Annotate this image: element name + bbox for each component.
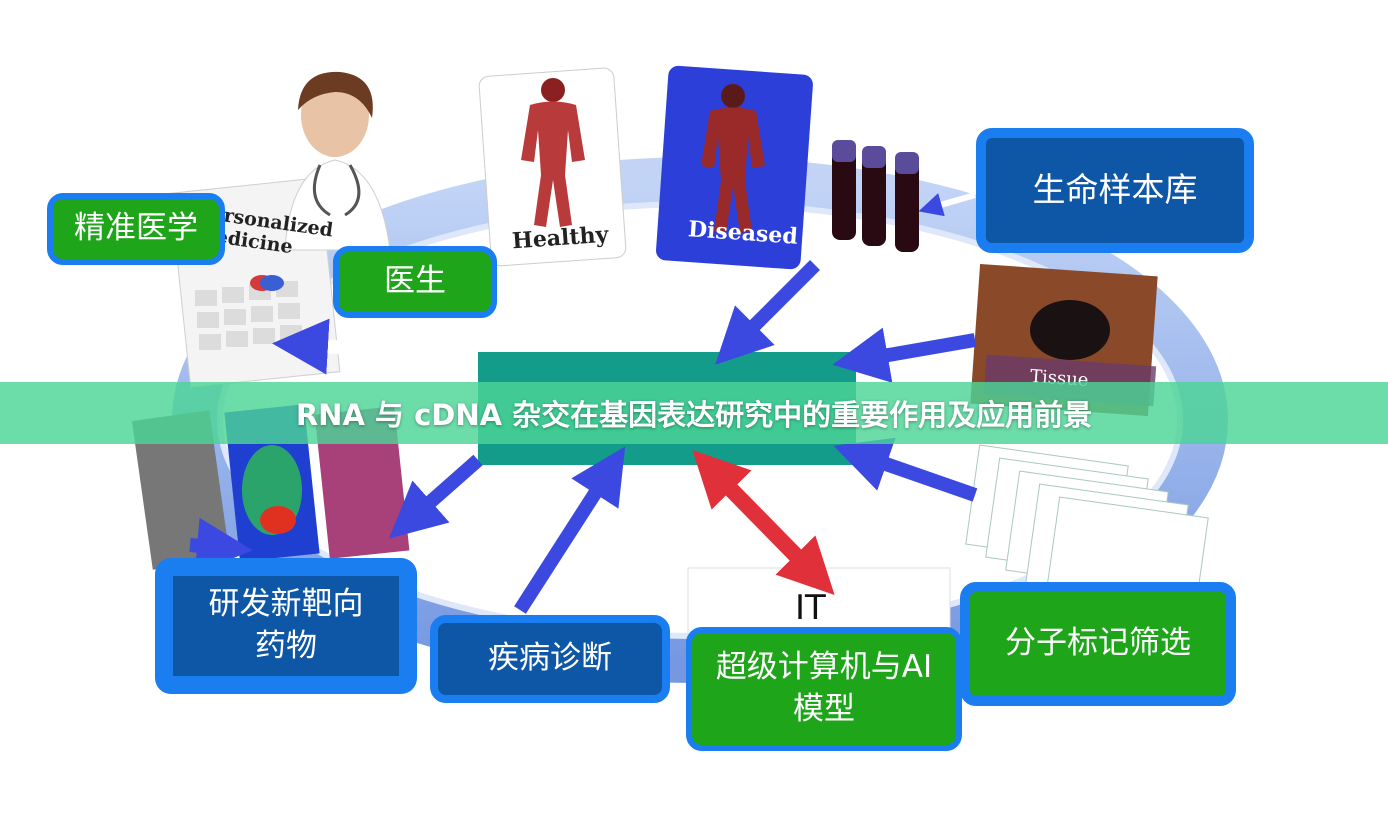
return-arrow xyxy=(272,318,476,375)
tube-arrow xyxy=(918,192,976,217)
label-biomarker-screening: 分子标记筛选 xyxy=(960,582,1236,706)
label-new-target-drugs: 研发新靶向药物 xyxy=(155,558,417,694)
flow-arrows xyxy=(189,260,978,614)
healthy-card xyxy=(478,67,627,267)
it-label: IT xyxy=(795,588,826,628)
label-precision-medicine: 精准医学 xyxy=(47,193,225,265)
diseased-card xyxy=(656,65,813,270)
banner-title: RNA 与 cDNA 杂交在基因表达研究中的重要作用及应用前景 xyxy=(295,398,1093,432)
microscopy-images xyxy=(131,404,410,570)
label-disease-diagnosis: 疾病诊断 xyxy=(430,615,670,703)
label-biobank: 生命样本库 xyxy=(976,128,1254,253)
red-double-arrow xyxy=(692,450,835,595)
label-doctor: 医生 xyxy=(333,246,497,318)
blood-tubes xyxy=(832,140,919,252)
label-supercomputer-ai: 超级计算机与AI模型 xyxy=(686,627,962,751)
title-banner: RNA 与 cDNA 杂交在基因表达研究中的重要作用及应用前景 xyxy=(0,382,1388,444)
